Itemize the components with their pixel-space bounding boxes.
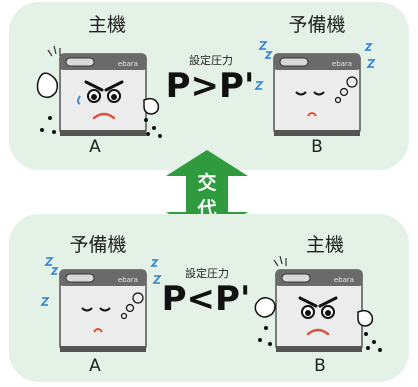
brand-logo: ebara bbox=[334, 276, 354, 284]
sleeping-face bbox=[295, 76, 358, 117]
fists bbox=[254, 255, 374, 327]
machine-body: ebara bbox=[275, 269, 363, 352]
brand-logo: ebara bbox=[332, 60, 352, 68]
bottom-unit-a: A bbox=[89, 356, 101, 376]
sleeping-face bbox=[81, 292, 144, 333]
angry-face bbox=[298, 296, 338, 336]
top-unit-b: B bbox=[311, 137, 323, 157]
bottom-formula: P<P' bbox=[161, 279, 251, 319]
angry-machine-icon: ebara bbox=[254, 255, 382, 352]
sweat-drops bbox=[40, 116, 162, 138]
brand-logo: ebara bbox=[118, 60, 138, 68]
swap-char-1: 交 bbox=[197, 172, 217, 194]
sweat-drops bbox=[258, 326, 382, 352]
machine-body: ebara bbox=[59, 53, 147, 136]
brand-logo: ebara bbox=[118, 276, 138, 284]
sleeping-machine-icon: ebara bbox=[40, 257, 162, 352]
top-formula: P>P' bbox=[165, 66, 255, 106]
angry-face bbox=[77, 80, 124, 120]
zzz-marks bbox=[254, 41, 376, 90]
bottom-right-role: 主機 bbox=[305, 234, 344, 256]
zzz-marks bbox=[40, 257, 162, 306]
top-left-role: 主機 bbox=[87, 14, 126, 36]
sleeping-machine-icon: ebara bbox=[254, 41, 376, 136]
bottom-left-role: 予備機 bbox=[69, 234, 127, 256]
top-pressure-title: 設定圧力 bbox=[189, 54, 233, 67]
bottom-pressure-title: 設定圧力 bbox=[185, 267, 229, 280]
top-unit-a: A bbox=[89, 137, 101, 157]
top-right-role: 予備機 bbox=[288, 14, 346, 36]
fists bbox=[36, 45, 160, 115]
bottom-unit-b: B bbox=[314, 356, 326, 376]
angry-machine-icon: ebara bbox=[36, 45, 162, 138]
